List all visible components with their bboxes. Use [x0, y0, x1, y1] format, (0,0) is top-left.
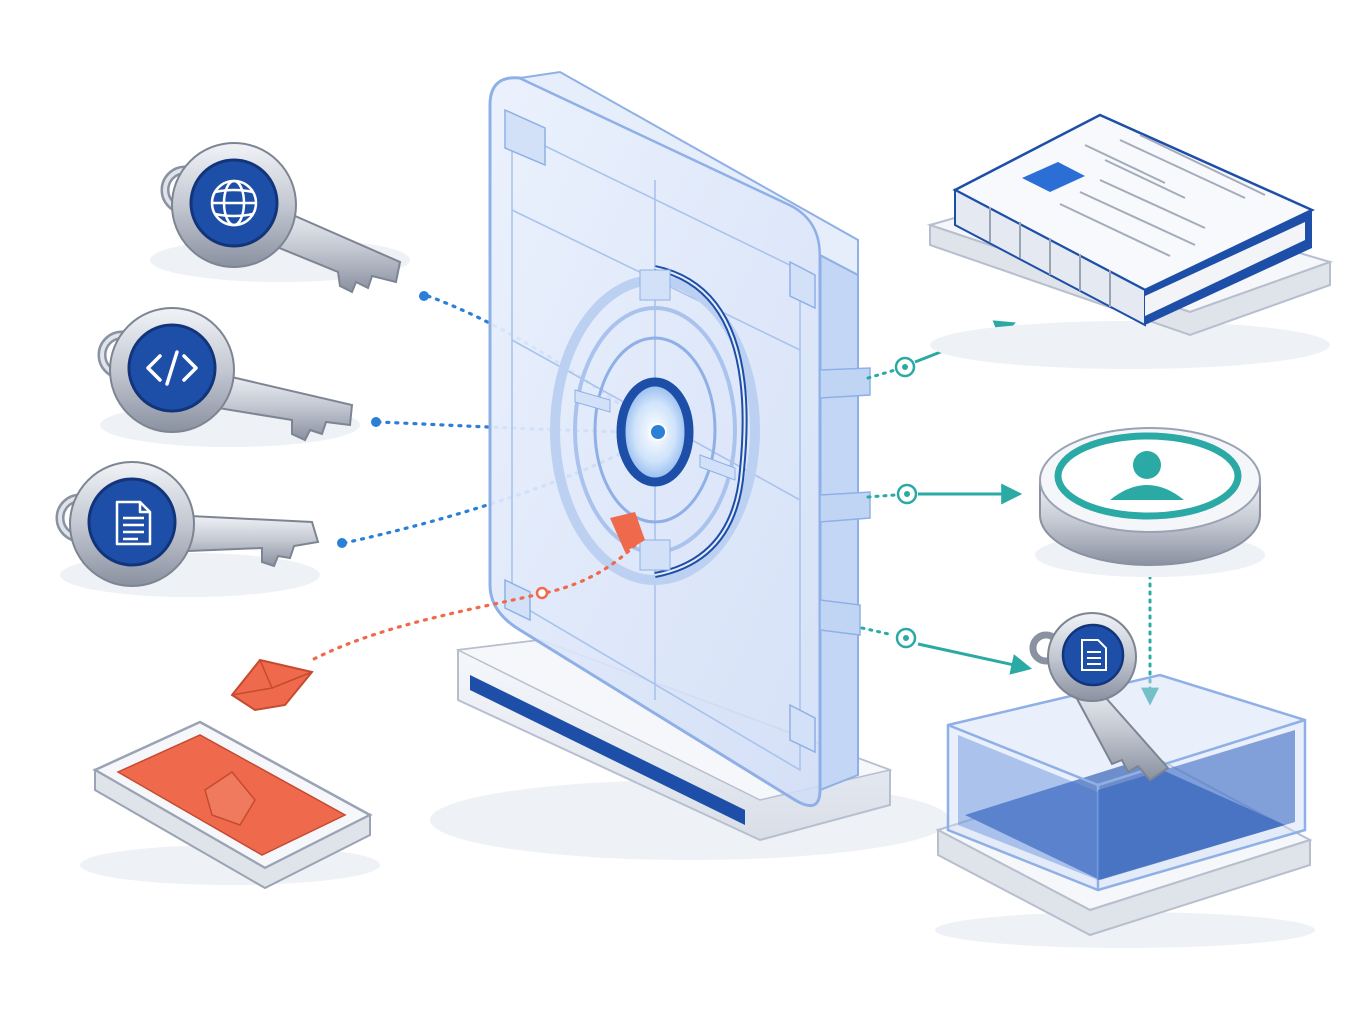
target-lock-icon — [550, 265, 760, 585]
rejection-notch — [610, 512, 645, 552]
code-brackets-icon — [146, 350, 198, 386]
output-nodes — [894, 356, 918, 649]
book-on-pedestal — [926, 113, 1334, 369]
input-dot — [419, 291, 429, 301]
shard-icon — [230, 658, 314, 712]
user-icon — [1110, 451, 1184, 500]
key-document — [55, 461, 320, 597]
document-icon — [115, 500, 152, 546]
globe-icon — [210, 179, 258, 227]
glass-gate — [430, 70, 950, 860]
key-icon — [1029, 612, 1170, 782]
rejected-connector — [310, 543, 637, 662]
key-code — [97, 307, 360, 447]
book-icon — [1022, 134, 1266, 257]
user-token-disc — [1035, 427, 1265, 577]
rejected-shard-tray — [80, 720, 380, 890]
input-dot — [371, 417, 381, 427]
glass-box-with-key — [935, 612, 1315, 948]
key-globe — [150, 142, 410, 294]
input-dot — [337, 538, 347, 548]
